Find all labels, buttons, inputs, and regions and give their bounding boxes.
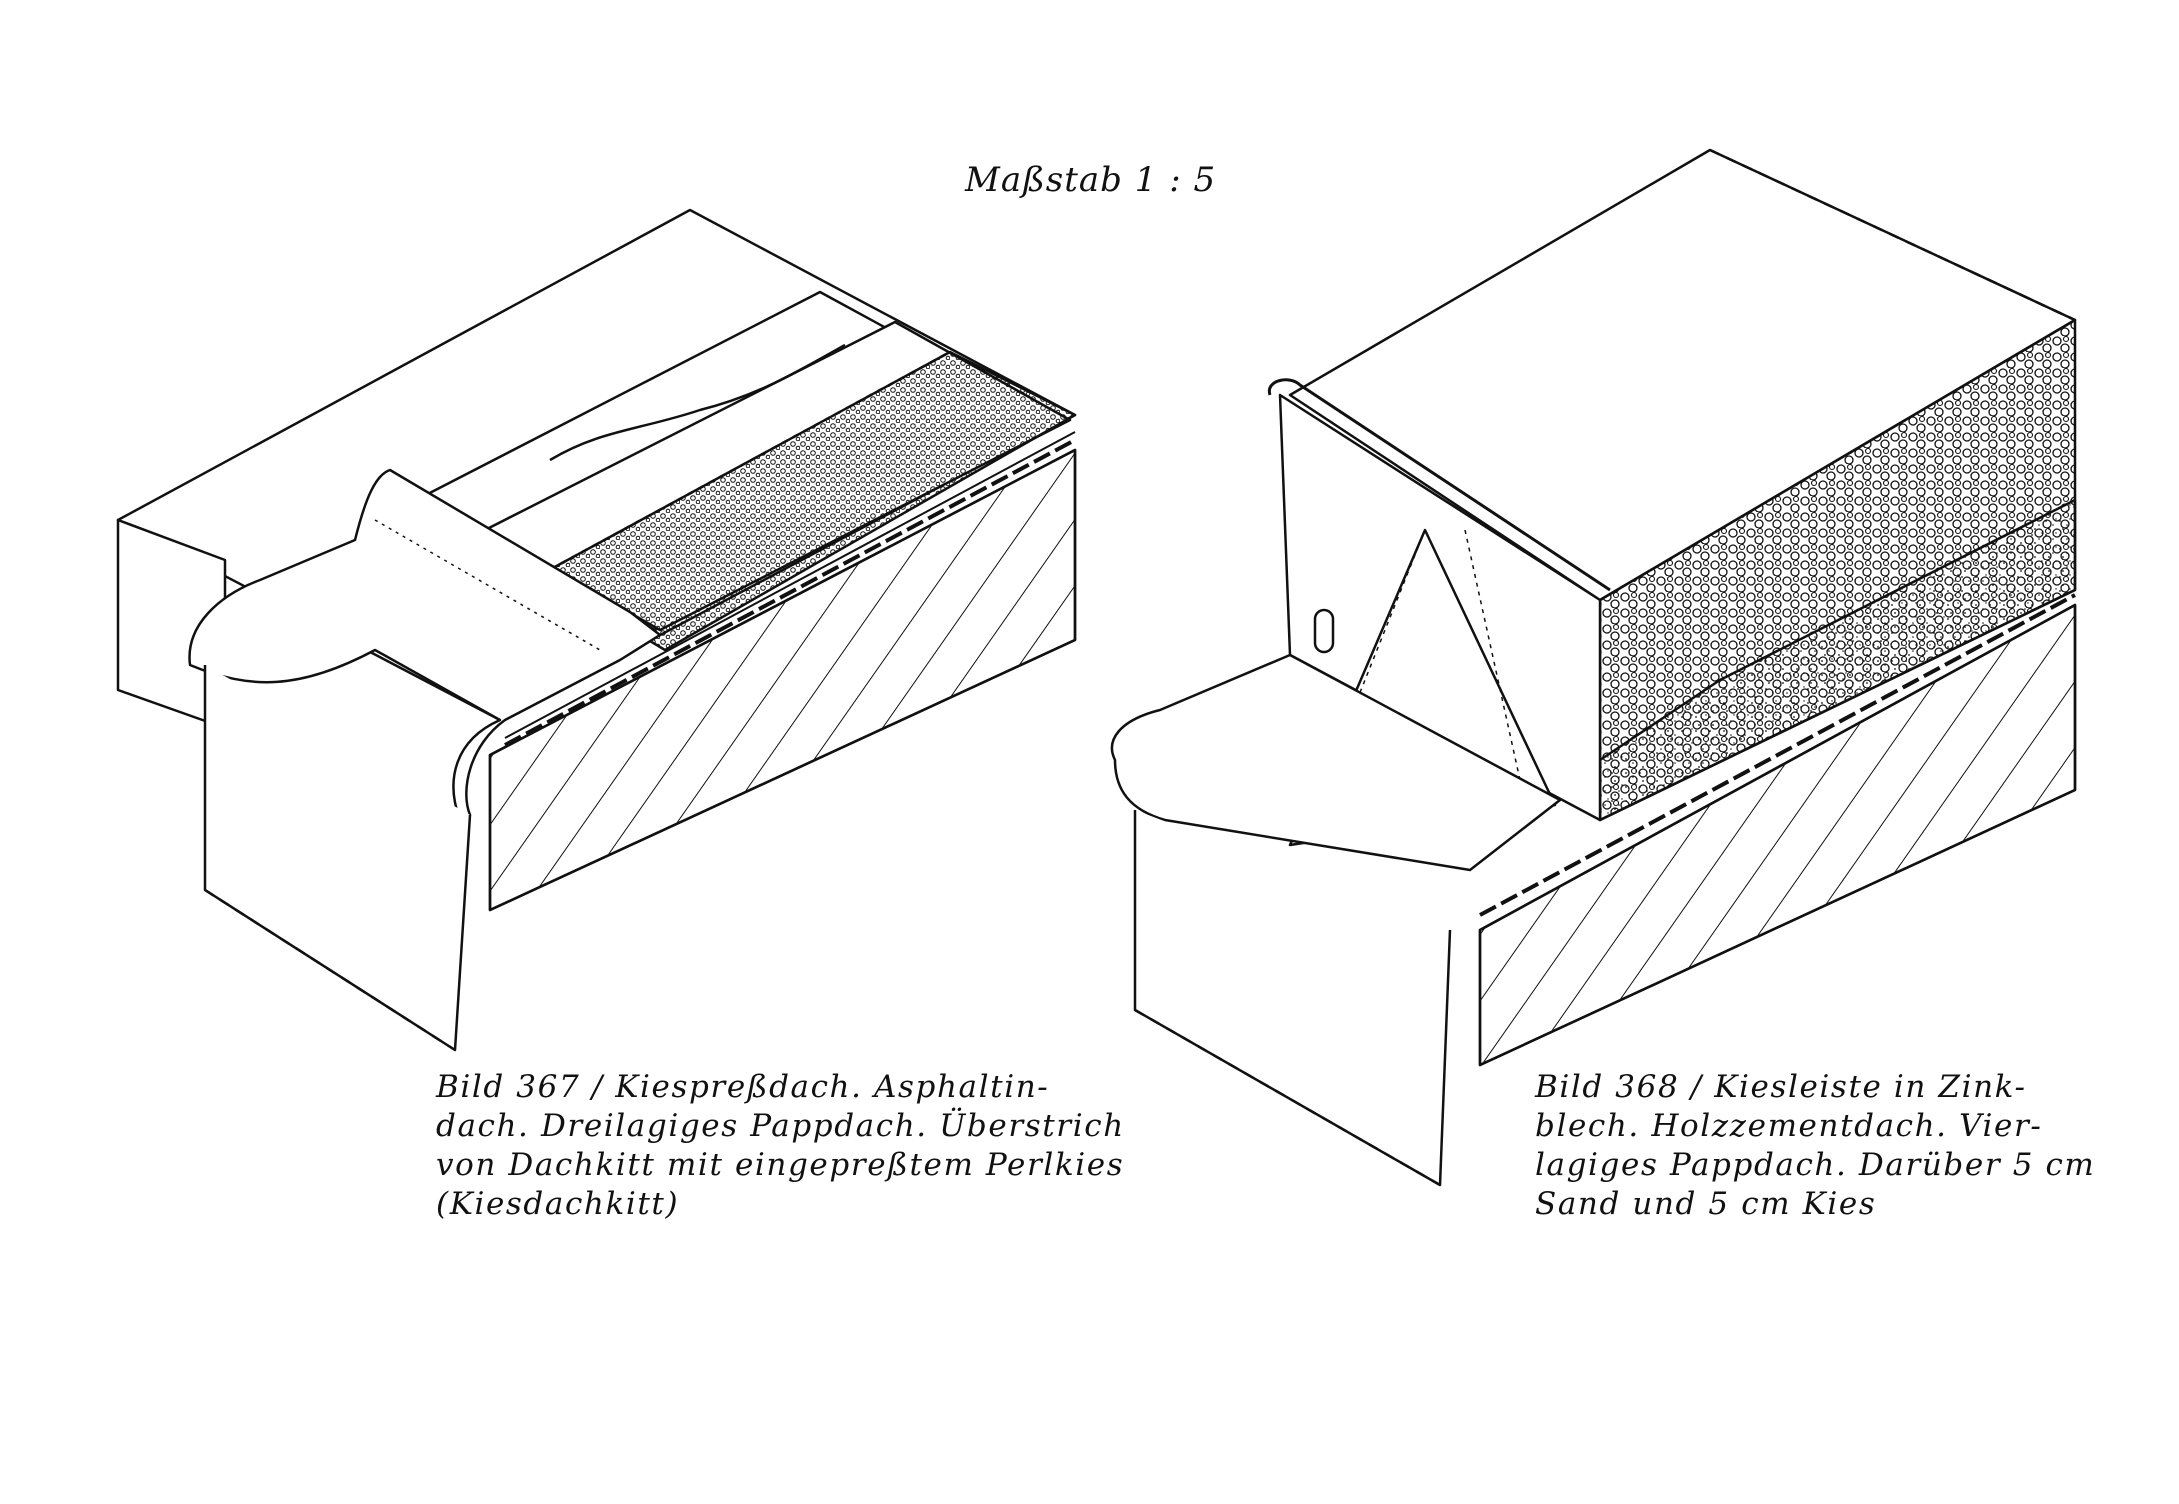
caption-line: Sand und 5 cm Kies [1535, 1186, 1877, 1222]
caption-line: Bild 368 / Kiesleiste in Zink- [1535, 1069, 2027, 1105]
sand-layer [1598, 498, 2077, 822]
caption-line: Bild 367 / Kiespreßdach. Asphaltin- [436, 1069, 1050, 1105]
drain-slot [1313, 608, 1335, 654]
zinc-strip-roll [1267, 378, 1611, 592]
scale-label: Maßstab 1 : 5 [965, 160, 1217, 200]
wavy-edge [549, 343, 846, 462]
caption-line: lagiges Pappdach. Darüber 5 cm [1535, 1147, 2096, 1183]
flashing-apron-2 [1133, 810, 1452, 1187]
roofing-layers [504, 438, 1076, 747]
caption-line: blech. Holzzementdach. Vier- [1535, 1108, 2043, 1144]
metal-flashing [188, 468, 662, 822]
caption-line: dach. Dreilagiges Pappdach. Überstrich [436, 1108, 1125, 1144]
flashing-apron [203, 665, 472, 1052]
caption-line: von Dachkitt mit eingepreßtem Perlkies [436, 1147, 1125, 1183]
figure-367-drawing [116, 208, 1077, 1052]
lower-roof [1110, 653, 1562, 872]
gravel-edge [539, 350, 951, 577]
figure-368-drawing [1110, 148, 2077, 1187]
caption-bild-368: Bild 368 / Kiesleiste in Zink- blech. Ho… [1535, 1068, 2096, 1224]
caption-line: (Kiesdachkitt) [436, 1186, 680, 1222]
stitch-line [374, 519, 601, 651]
caption-bild-367: Bild 367 / Kiespreßdach. Asphaltin- dach… [436, 1068, 1125, 1224]
roofing-layers-2 [1479, 593, 2076, 917]
